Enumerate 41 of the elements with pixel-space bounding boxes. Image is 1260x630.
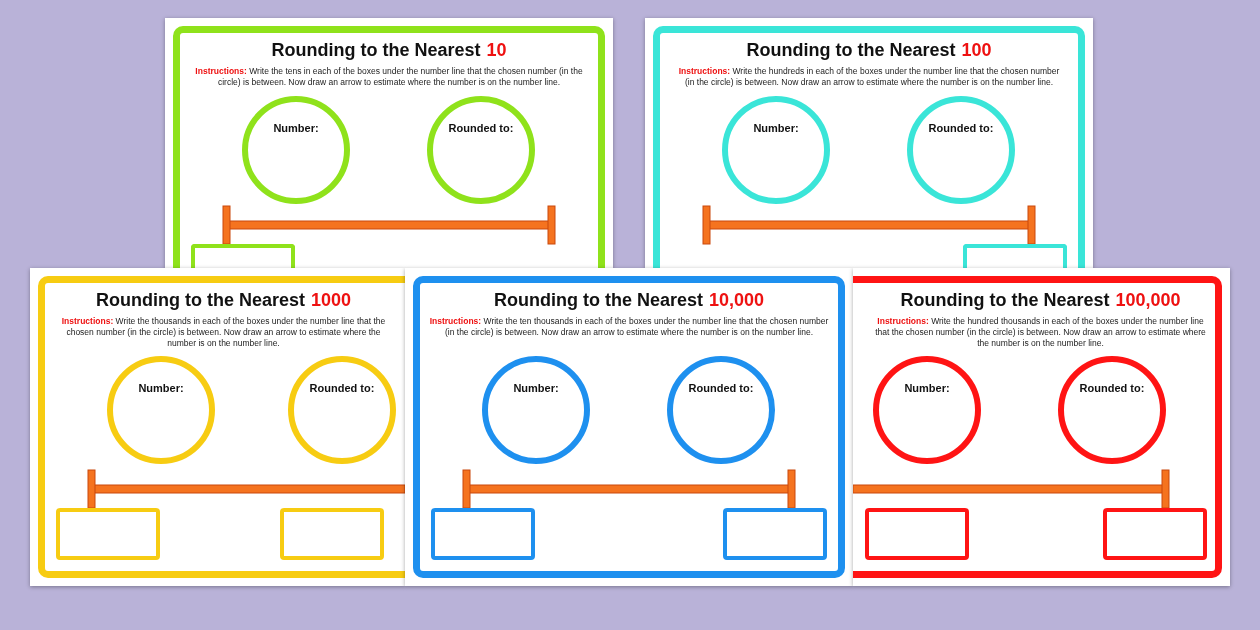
- answer-box: [723, 508, 827, 560]
- circle-label: Number:: [753, 122, 799, 134]
- circle-label: Rounded to:: [928, 122, 994, 134]
- circle-label: Number:: [513, 382, 559, 394]
- title-number: 100,000: [1115, 290, 1181, 311]
- title-number: 10: [486, 40, 507, 61]
- answer-circle: [107, 356, 215, 464]
- answer-circle: [907, 96, 1015, 204]
- answer-box: [56, 508, 160, 560]
- worksheet-title: Rounding to the Nearest: [95, 290, 305, 311]
- worksheet-title: Rounding to the Nearest: [271, 40, 481, 61]
- answer-circle: [722, 96, 830, 204]
- worksheet-title: Rounding to the Nearest: [746, 40, 956, 61]
- instructions-text: Instructions: Write the ten thousands in each of the boxes under the number line that the chosen number (in the circle) is between. Now draw an arrow to estimate where the number is on the number line.: [428, 316, 830, 338]
- circle-label: Rounded to:: [688, 382, 754, 394]
- circle-label: Number:: [273, 122, 319, 134]
- answer-circle: [427, 96, 535, 204]
- answer-circle: [288, 356, 396, 464]
- answer-circle: [1058, 356, 1166, 464]
- title-number: 1000: [311, 290, 352, 311]
- answer-box: [431, 508, 535, 560]
- answer-circle: [667, 356, 775, 464]
- answer-circle: [242, 96, 350, 204]
- answer-box: [1103, 508, 1207, 560]
- title-number: 10,000: [708, 290, 765, 311]
- worksheet-title: Rounding to the Nearest: [900, 290, 1110, 311]
- answer-box: [280, 508, 384, 560]
- circle-label: Rounded to:: [309, 382, 375, 394]
- answer-box: [865, 508, 969, 560]
- instructions-text: Instructions: Write the tens in each of the boxes under the number line that the chosen number (in the circle) is between. Now draw an arrow to estimate where the number is on the number line.: [195, 66, 583, 88]
- instructions-text: Instructions: Write the thousands in each of the boxes under the number line that the chosen number (in the circle) is between. Now draw an arrow to estimate where the number is on the number line.: [60, 316, 387, 349]
- instructions-text: Instructions: Write the hundreds in each of the boxes under the number line that the chosen number (in the circle) is between. Now draw an arrow to estimate where the number is on the number line.: [677, 66, 1061, 88]
- worksheet-title: Rounding to the Nearest: [493, 290, 703, 311]
- circle-label: Rounded to:: [1079, 382, 1145, 394]
- instructions-text: Instructions: Write the hundred thousands in each of the boxes under the number line that the chosen number (in the circle) is between. Now draw an arrow to estimate where the number is on the number line.: [874, 316, 1207, 349]
- answer-circle: [873, 356, 981, 464]
- title-number: 100: [961, 40, 992, 61]
- circle-label: Number:: [138, 382, 184, 394]
- circle-label: Number:: [904, 382, 950, 394]
- circle-label: Rounded to:: [448, 122, 514, 134]
- answer-circle: [482, 356, 590, 464]
